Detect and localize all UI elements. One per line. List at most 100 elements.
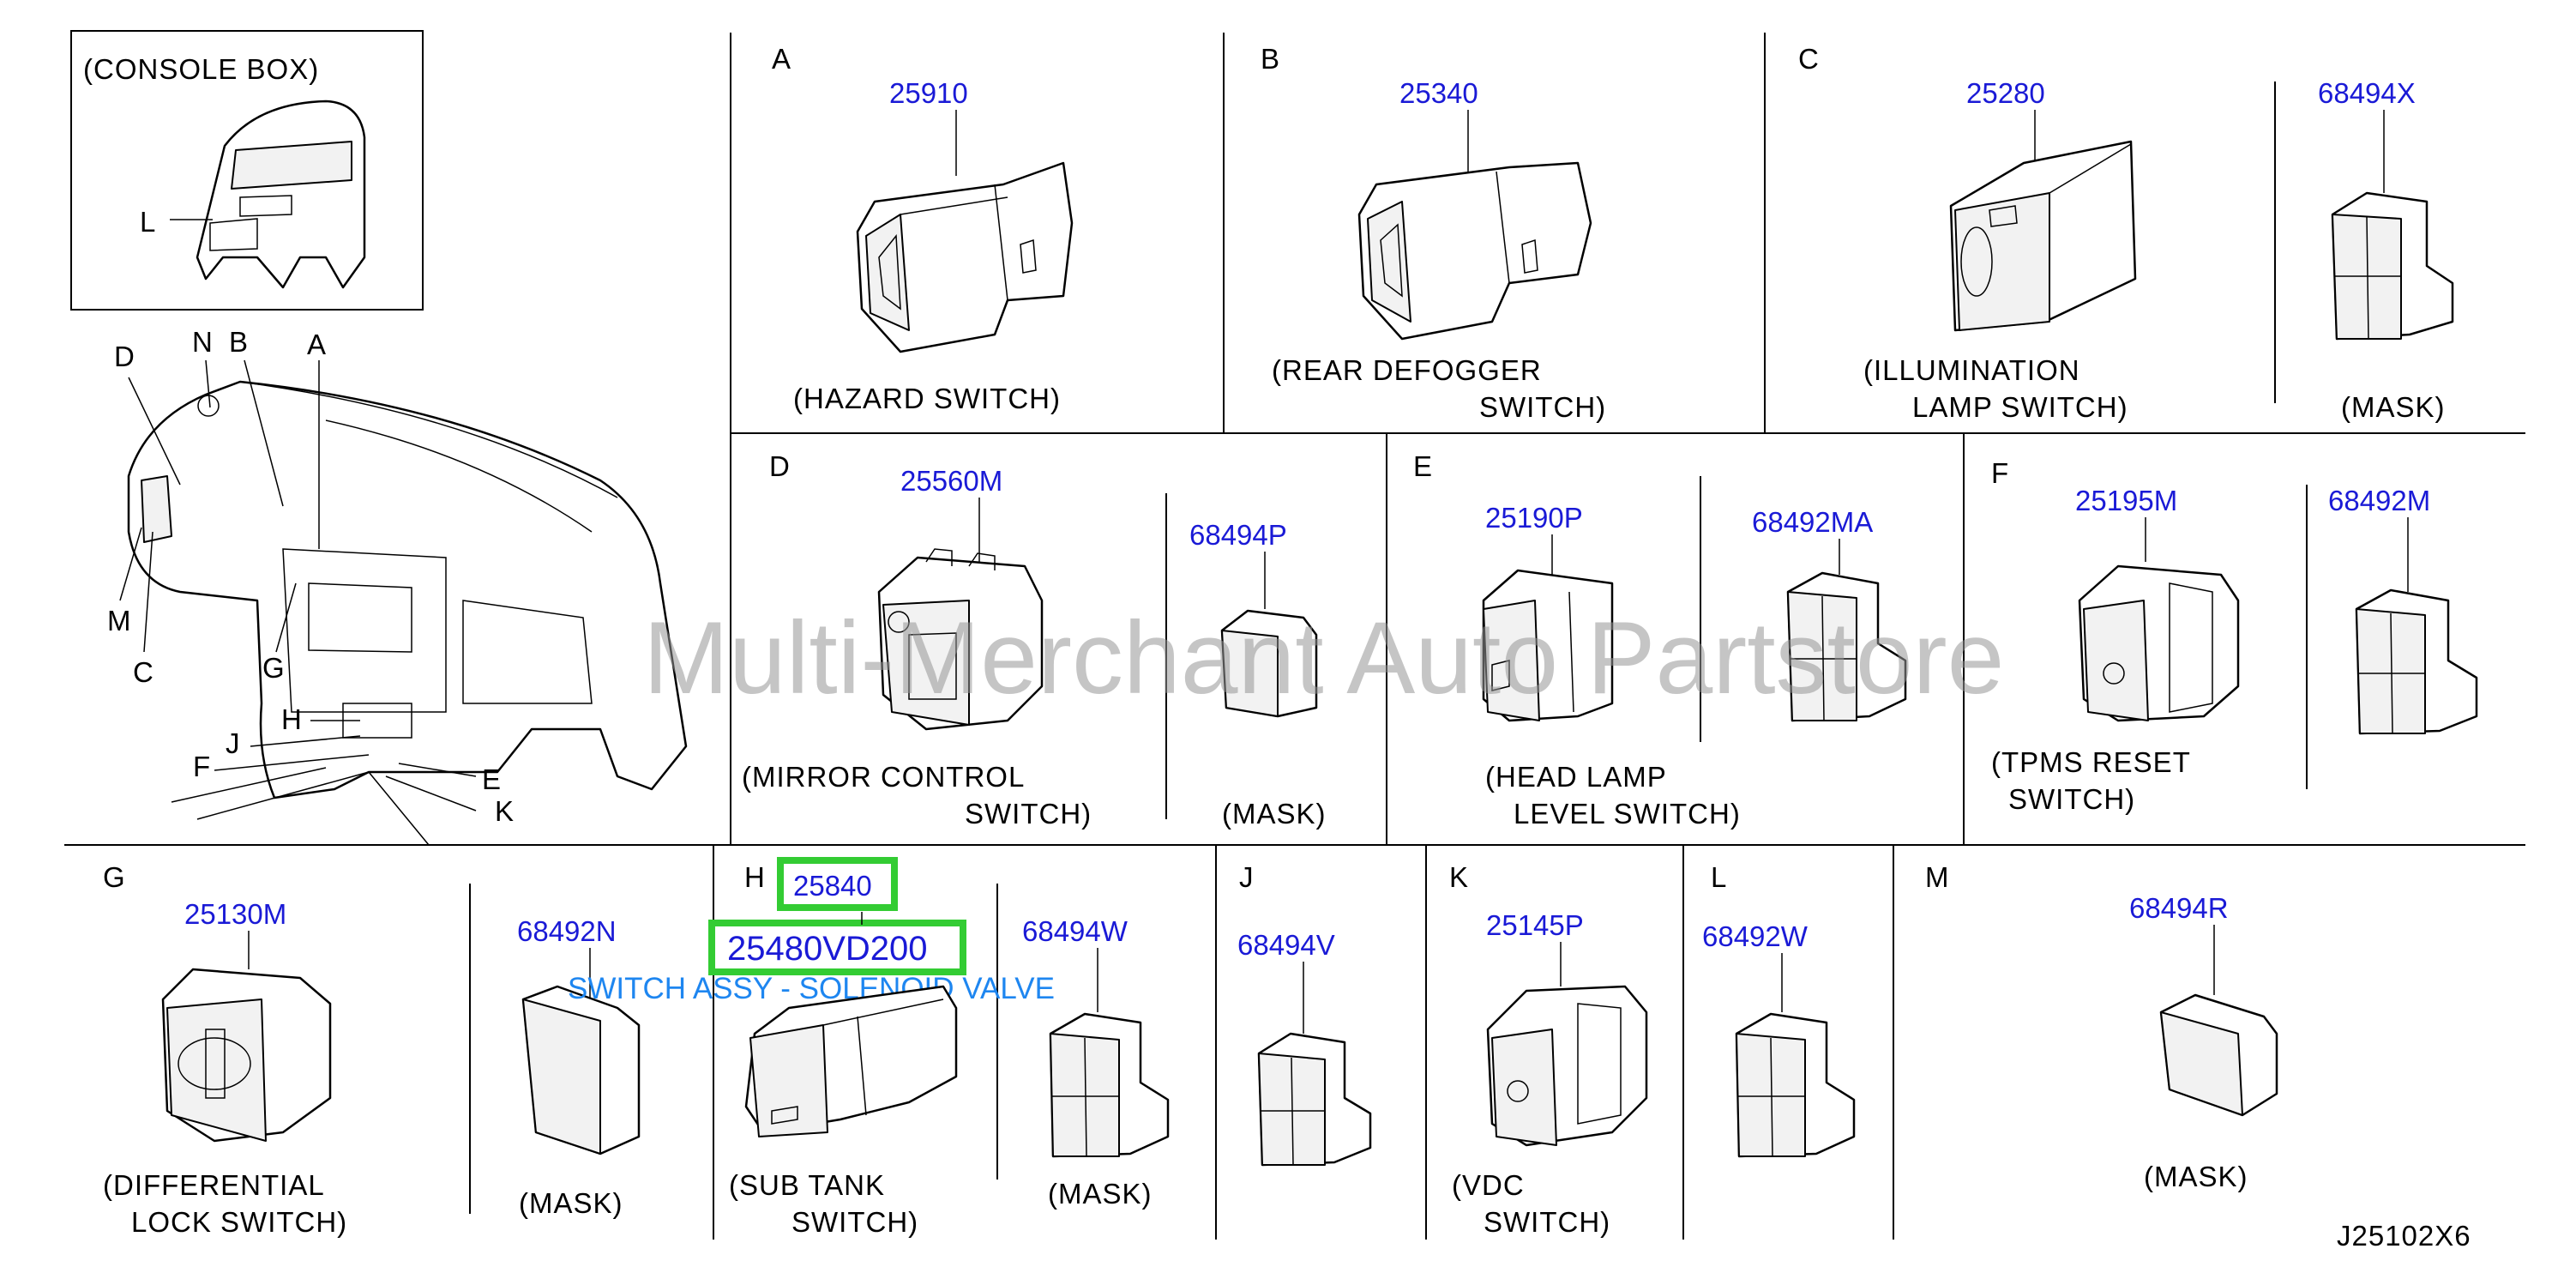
mask-68494v-drawing (1257, 1032, 1372, 1167)
locator-letter-d: D (114, 341, 135, 372)
part-label-mirror-line2: SWITCH) (965, 798, 1092, 830)
hazard-switch-drawing (856, 161, 1074, 353)
part-label-vdc-line2: SWITCH) (1484, 1206, 1610, 1238)
grid-lines (64, 33, 2525, 1240)
part-number-25560m[interactable]: 25560M (900, 465, 1002, 497)
section-letter-a: A (772, 43, 791, 75)
highlight-part-description: SWITCH ASSY - SOLENOID VALVE (568, 972, 1055, 1005)
part-number-68494v[interactable]: 68494V (1237, 929, 1335, 961)
locator-letter-h: H (281, 703, 303, 735)
illumination-lamp-switch-drawing (1949, 140, 2137, 332)
section-letter-g: G (103, 861, 125, 893)
section-a: A 25910 (HAZARD SWITCH) (772, 43, 1074, 414)
section-b: B 25340 (REAR DEFOGGER SWITCH) (1261, 43, 1606, 423)
locator-letter-m: M (107, 605, 132, 636)
section-f: F 25195M (TPMS RESET SWITCH) 68492M (1991, 457, 2478, 815)
head-lamp-level-switch-drawing (1482, 569, 1614, 722)
section-letter-c: C (1798, 43, 1819, 75)
part-label-sub-tank-line1: (SUB TANK (729, 1169, 885, 1201)
part-number-25195m[interactable]: 25195M (2075, 485, 2177, 516)
part-label-head-lamp-line1: (HEAD LAMP (1485, 761, 1667, 793)
part-number-25910[interactable]: 25910 (889, 77, 968, 109)
part-number-68494x[interactable]: 68494X (2318, 77, 2416, 109)
mask-68492m-drawing (2355, 588, 2478, 735)
part-label-differential-line1: (DIFFERENTIAL (103, 1169, 325, 1201)
locator-letter-g: G (262, 652, 286, 684)
part-number-68492n[interactable]: 68492N (517, 915, 617, 947)
part-number-25840[interactable]: 25840 (793, 870, 872, 902)
part-label-tpms-line2: SWITCH) (2008, 783, 2135, 815)
part-number-25145p[interactable]: 25145P (1486, 909, 1584, 941)
highlight-box-25840 (777, 857, 898, 911)
highlight-part-number[interactable]: 25480VD200 (727, 930, 928, 968)
mask-68494r-drawing (2159, 993, 2278, 1117)
mask-68494p-drawing (1220, 609, 1318, 718)
part-label-hazard-switch: (HAZARD SWITCH) (793, 383, 1061, 414)
part-number-68494r[interactable]: 68494R (2129, 892, 2229, 924)
section-letter-h: H (744, 861, 765, 893)
mask-68492w-drawing (1735, 1012, 1856, 1158)
vdc-switch-drawing (1486, 985, 1648, 1147)
part-label-rear-defogger-line2: SWITCH) (1479, 391, 1606, 423)
sub-tank-switch-drawing (744, 985, 958, 1137)
mask-68492n-drawing (521, 985, 641, 1155)
part-label-sub-tank-line2: SWITCH) (791, 1206, 918, 1238)
section-h: H 25840 25480VD200 SWITCH ASSY - SOLENOI… (568, 857, 1170, 1238)
locator-letter-f: F (193, 751, 211, 782)
mirror-control-switch-drawing (877, 548, 1044, 731)
mask-68494x-drawing (2331, 191, 2454, 341)
section-k: K 25145P (VDC SWITCH) (1449, 861, 1648, 1238)
part-number-25190p[interactable]: 25190P (1485, 502, 1583, 534)
diagram-code: J25102X6 (2337, 1220, 2471, 1252)
differential-lock-switch-drawing (161, 968, 332, 1143)
section-l: L 68492W (1702, 861, 1856, 1158)
part-number-25280[interactable]: 25280 (1966, 77, 2045, 109)
locator-letter-j: J (226, 727, 241, 759)
part-label-mask-68494x: (MASK) (2341, 391, 2446, 423)
section-letter-e: E (1413, 450, 1432, 482)
part-label-mask-68492n: (MASK) (519, 1187, 623, 1219)
locator-letter-l: L (140, 206, 156, 238)
part-number-25340[interactable]: 25340 (1399, 77, 1478, 109)
section-letter-m: M (1925, 861, 1949, 893)
tpms-reset-switch-drawing (2078, 564, 2240, 722)
console-box-label: (CONSOLE BOX) (83, 53, 319, 85)
section-letter-b: B (1261, 43, 1279, 75)
locator-letter-c: C (133, 656, 154, 688)
section-e: E 25190P (HEAD LAMP LEVEL SWITCH) 68492M… (1413, 450, 1907, 830)
section-d: D 25560M (MIRROR CONTROL SWITCH) 68494P … (742, 450, 1327, 830)
part-label-mask-68494w: (MASK) (1048, 1178, 1153, 1210)
locator-letter-n: N (192, 326, 214, 358)
part-label-mask-68494p: (MASK) (1222, 798, 1327, 830)
mask-68494w-drawing (1049, 1012, 1170, 1158)
section-letter-f: F (1991, 457, 2008, 489)
part-number-68494p[interactable]: 68494P (1189, 519, 1287, 551)
section-m: M 68494R (MASK) (1925, 861, 2278, 1192)
part-number-68492m[interactable]: 68492M (2328, 485, 2430, 516)
part-label-head-lamp-line2: LEVEL SWITCH) (1514, 798, 1741, 830)
part-label-illumination-line2: LAMP SWITCH) (1912, 391, 2128, 423)
part-number-68494w[interactable]: 68494W (1022, 915, 1129, 947)
part-label-illumination-line1: (ILLUMINATION (1863, 354, 2080, 386)
dashboard-locator: D N B A M C G H J F E K (107, 326, 688, 846)
section-letter-j: J (1239, 861, 1254, 893)
part-label-tpms-line1: (TPMS RESET (1991, 746, 2191, 778)
part-label-rear-defogger-line1: (REAR DEFOGGER (1272, 354, 1542, 386)
console-box-inset: (CONSOLE BOX) L (70, 30, 424, 311)
section-letter-d: D (769, 450, 790, 482)
section-c: C 25280 (ILLUMINATION LAMP SWITCH) 68494… (1798, 43, 2454, 423)
part-label-differential-line2: LOCK SWITCH) (131, 1206, 347, 1238)
part-number-25130m[interactable]: 25130M (184, 898, 286, 930)
section-letter-l: L (1711, 861, 1726, 893)
locator-letter-b: B (229, 326, 249, 358)
part-number-68492ma[interactable]: 68492MA (1752, 506, 1873, 538)
highlight-box-25480vd200 (708, 920, 966, 975)
part-label-mirror-line1: (MIRROR CONTROL (742, 761, 1025, 793)
part-label-vdc-line1: (VDC (1452, 1169, 1525, 1201)
locator-letter-e: E (482, 763, 502, 795)
locator-letter-k: K (495, 795, 515, 827)
section-letter-k: K (1449, 861, 1468, 893)
rear-defogger-switch-drawing (1357, 161, 1592, 341)
part-number-68492w[interactable]: 68492W (1702, 920, 1809, 952)
section-j: J 68494V (1237, 861, 1372, 1167)
